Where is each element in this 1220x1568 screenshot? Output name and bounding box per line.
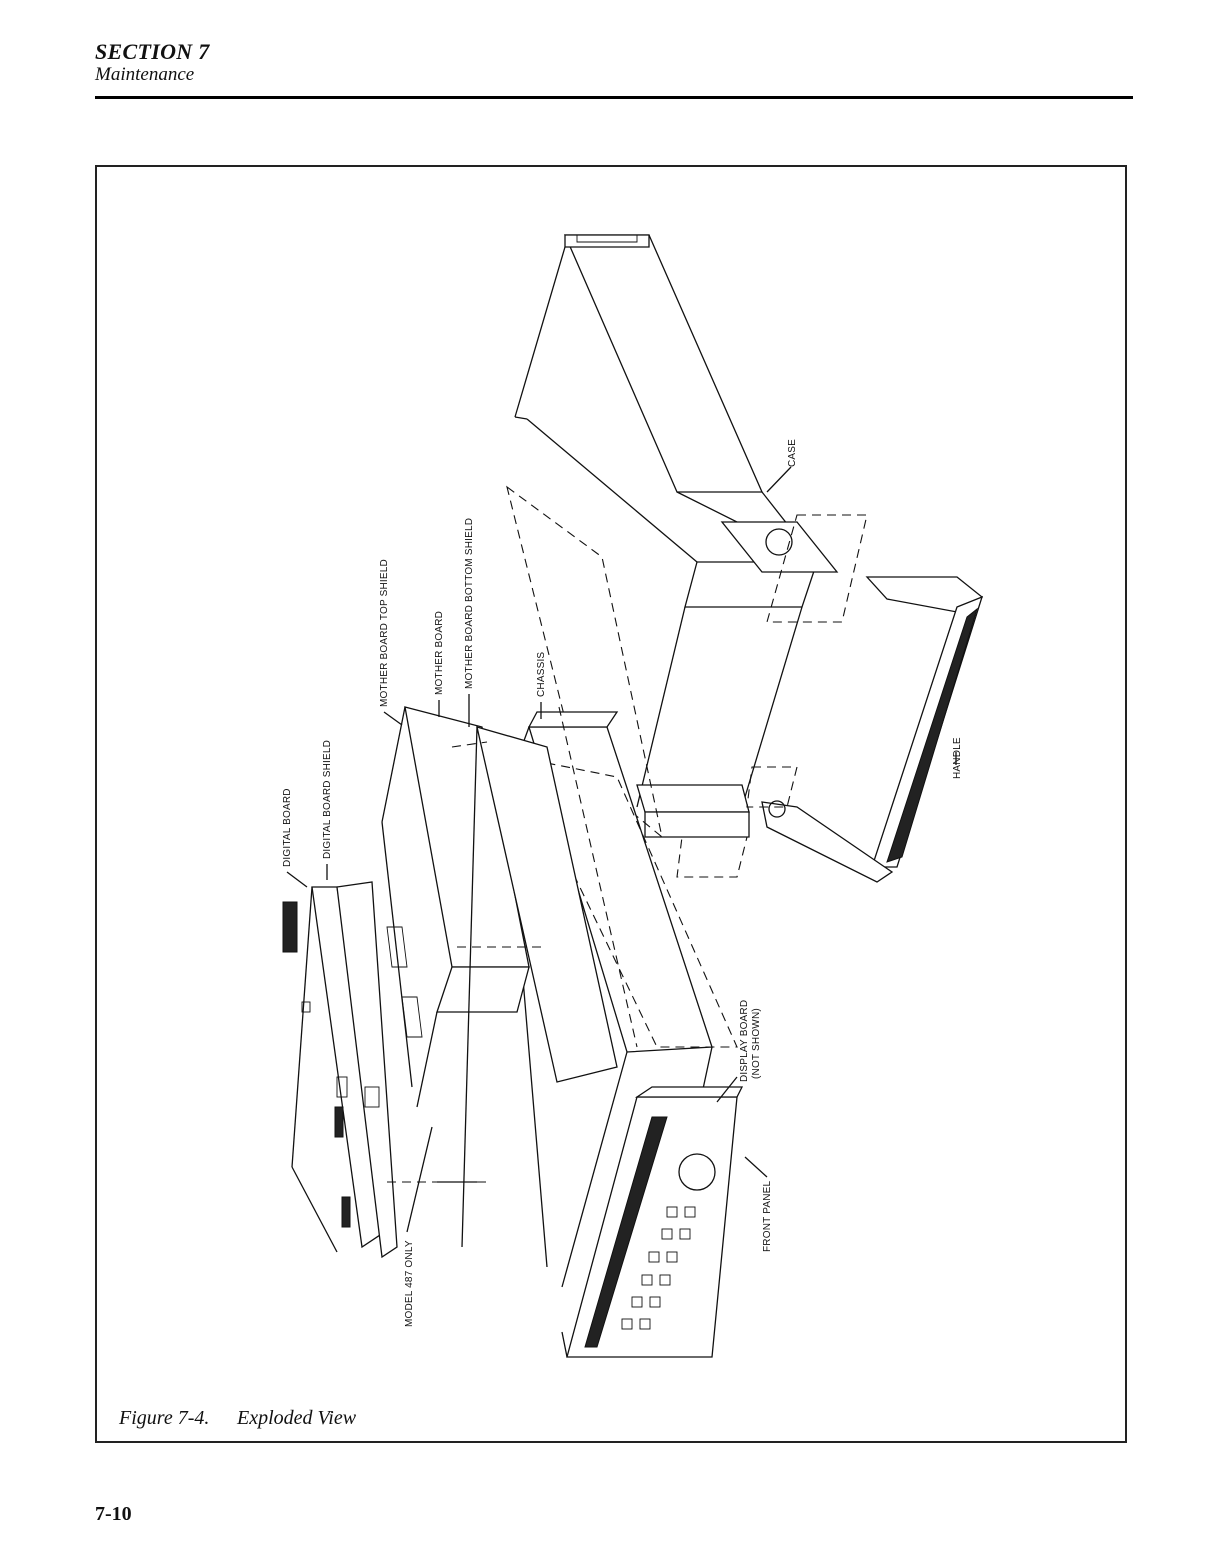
front-panel-drawing — [562, 1087, 742, 1357]
header-rule — [95, 96, 1133, 99]
label-display-board-2: (NOT SHOWN) — [751, 1008, 762, 1079]
label-mother-board-bottom-shield: MOTHER BOARD BOTTOM SHIELD — [464, 518, 475, 689]
label-chassis: CHASSIS — [536, 652, 547, 697]
figure-caption: Figure 7-4.Exploded View — [119, 1407, 356, 1430]
label-front-panel: FRONT PANEL — [762, 1180, 773, 1252]
label-mother-board: MOTHER BOARD — [434, 611, 445, 695]
figure-frame: DIGITAL BOARD DIGITAL BOARD SHIELD MOTHE… — [95, 165, 1127, 1443]
label-model-only: MODEL 487 ONLY — [404, 1240, 415, 1327]
label-display-board-1: DISPLAY BOARD — [739, 1000, 750, 1082]
exploded-view-drawing: DIGITAL BOARD DIGITAL BOARD SHIELD MOTHE… — [97, 167, 1125, 1441]
label-case: CASE — [787, 439, 798, 467]
label-handle: HANDLE — [952, 737, 963, 779]
figure-title: Exploded View — [237, 1407, 356, 1429]
section-subtitle: Maintenance — [95, 64, 210, 86]
label-digital-board-shield: DIGITAL BOARD SHIELD — [322, 740, 333, 859]
figure-number: Figure 7-4. — [119, 1407, 237, 1430]
section-header: SECTION 7 Maintenance — [95, 40, 210, 86]
section-title: SECTION 7 — [95, 40, 210, 64]
label-digital-board: DIGITAL BOARD — [282, 788, 293, 867]
label-mother-board-top-shield: MOTHER BOARD TOP SHIELD — [379, 559, 390, 707]
page-number: 7-10 — [95, 1503, 132, 1526]
